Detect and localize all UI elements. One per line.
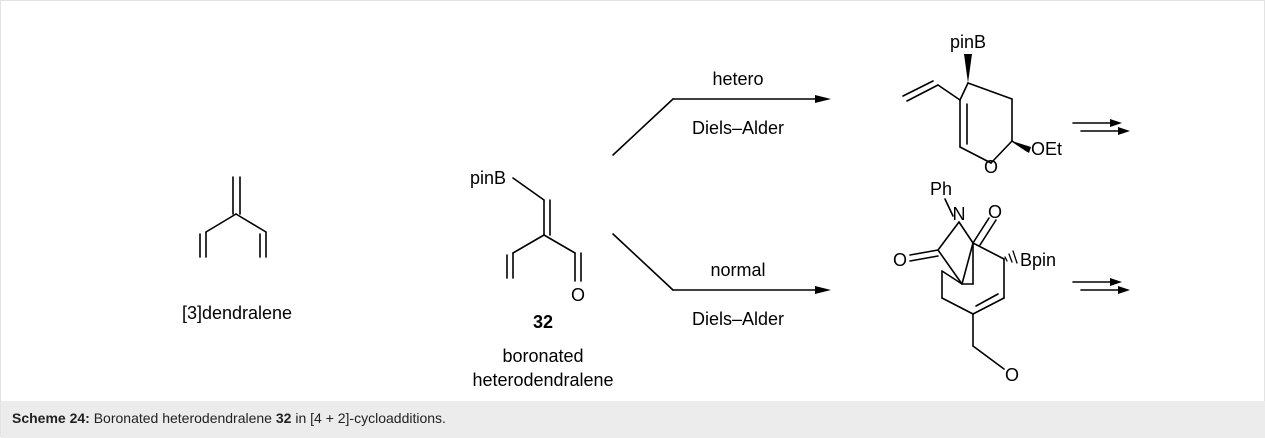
- upper-arrow-label-top: hetero: [712, 69, 763, 89]
- caption-prefix: Scheme 24:: [12, 410, 90, 426]
- compound-32-number: 32: [533, 312, 553, 332]
- upper-wedge-bond-OEt: [1012, 141, 1031, 153]
- lower-product-Ph: Ph: [930, 179, 952, 199]
- compound-32-pinB: pinB: [470, 168, 506, 188]
- compound-32-O: O: [571, 285, 585, 305]
- scheme-diagram: [3]dendralene pinB O 32 boronated hetero…: [182, 32, 1130, 390]
- caption-text-before: Boronated heterodendralene: [89, 410, 276, 426]
- upper-reaction-arrow: [612, 95, 831, 156]
- lower-product-O-left: O: [893, 250, 907, 270]
- dendralene-structure: [199, 176, 267, 258]
- lower-hash-bond-Bpin: [1004, 250, 1018, 264]
- lower-reaction-arrow: [612, 233, 831, 294]
- lower-product-O-top: O: [988, 202, 1002, 222]
- upper-arrow-label-bottom: Diels–Alder: [692, 118, 784, 138]
- compound-32-name-line2: heterodendralene: [472, 370, 613, 390]
- compound-32-name-line1: boronated: [502, 346, 583, 366]
- lower-product-N: N: [953, 204, 966, 224]
- upper-product-ring-O: O: [984, 157, 998, 177]
- dendralene-name: [3]dendralene: [182, 303, 292, 323]
- lower-multistep-arrow: [1072, 278, 1130, 294]
- figure-caption: Scheme 24: Boronated heterodendralene 32…: [1, 401, 1265, 438]
- lower-arrow-label-top: normal: [710, 260, 765, 280]
- compound-32-structure: [506, 177, 582, 282]
- upper-wedge-bond-B: [964, 54, 972, 83]
- caption-text-after: in [4 + 2]-cycloadditions.: [291, 410, 446, 426]
- upper-multistep-arrow: [1072, 119, 1130, 135]
- caption-compound: 32: [275, 410, 292, 426]
- lower-product-O-bottom: O: [1005, 365, 1019, 385]
- upper-product-structure: [902, 80, 1028, 164]
- upper-product-pinB: pinB: [950, 32, 986, 52]
- upper-product-OEt: OEt: [1031, 139, 1062, 159]
- lower-product-Bpin: Bpin: [1020, 250, 1056, 270]
- lower-product-structure: [909, 198, 1005, 370]
- lower-arrow-label-bottom: Diels–Alder: [692, 309, 784, 329]
